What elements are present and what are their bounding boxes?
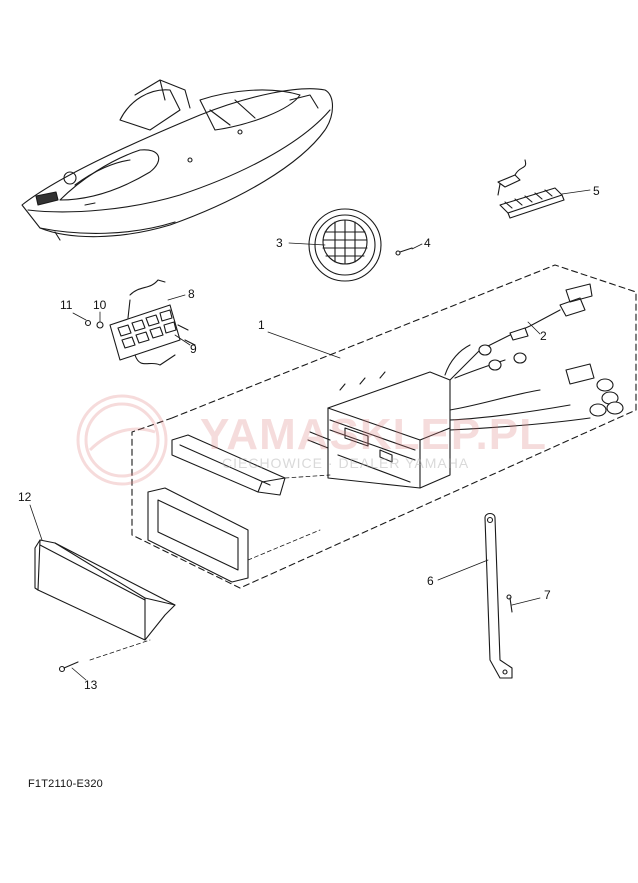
leader-lines — [29, 189, 591, 681]
assembly-box-outline — [131, 264, 637, 589]
callout-8: 8 — [188, 287, 195, 301]
part-13-screw — [58, 661, 79, 673]
callout-3: 3 — [276, 236, 283, 250]
watermark-brand: YAMASKLEP.PL — [200, 410, 547, 459]
part-12-cover — [34, 539, 176, 641]
callout-11: 11 — [60, 298, 73, 312]
wiring-harness-upper — [444, 283, 593, 381]
part-1-stereo-unit — [307, 371, 451, 489]
part-10-washer — [96, 321, 104, 329]
callout-12: 12 — [18, 490, 32, 504]
callout-5: 5 — [593, 184, 600, 198]
part-4-screw — [395, 247, 413, 256]
stereo-faceplate — [171, 434, 286, 496]
callout-6: 6 — [427, 574, 434, 588]
callout-10: 10 — [93, 298, 107, 312]
wiring-harness-right — [449, 363, 624, 431]
watermark-tagline: CIECHOWICE · DEALER YAMAHA — [222, 455, 470, 471]
callout-7: 7 — [544, 588, 551, 602]
stereo-mount-frame — [147, 487, 249, 583]
callout-4: 4 — [424, 236, 431, 250]
watermark-logo — [76, 394, 168, 486]
part-11-nut — [84, 319, 92, 327]
callout-2: 2 — [540, 329, 547, 343]
part-7-screw — [506, 594, 513, 613]
part-5-led-strip — [497, 159, 565, 219]
callout-13: 13 — [84, 678, 98, 692]
callout-9: 9 — [190, 342, 197, 356]
part-3-speaker — [308, 208, 382, 282]
part-6-bracket — [484, 512, 513, 679]
boat-illustration — [21, 79, 334, 241]
figure-code: F1T2110-E320 — [28, 778, 103, 790]
callout-1: 1 — [258, 318, 265, 332]
part-8-keypad — [109, 279, 196, 366]
